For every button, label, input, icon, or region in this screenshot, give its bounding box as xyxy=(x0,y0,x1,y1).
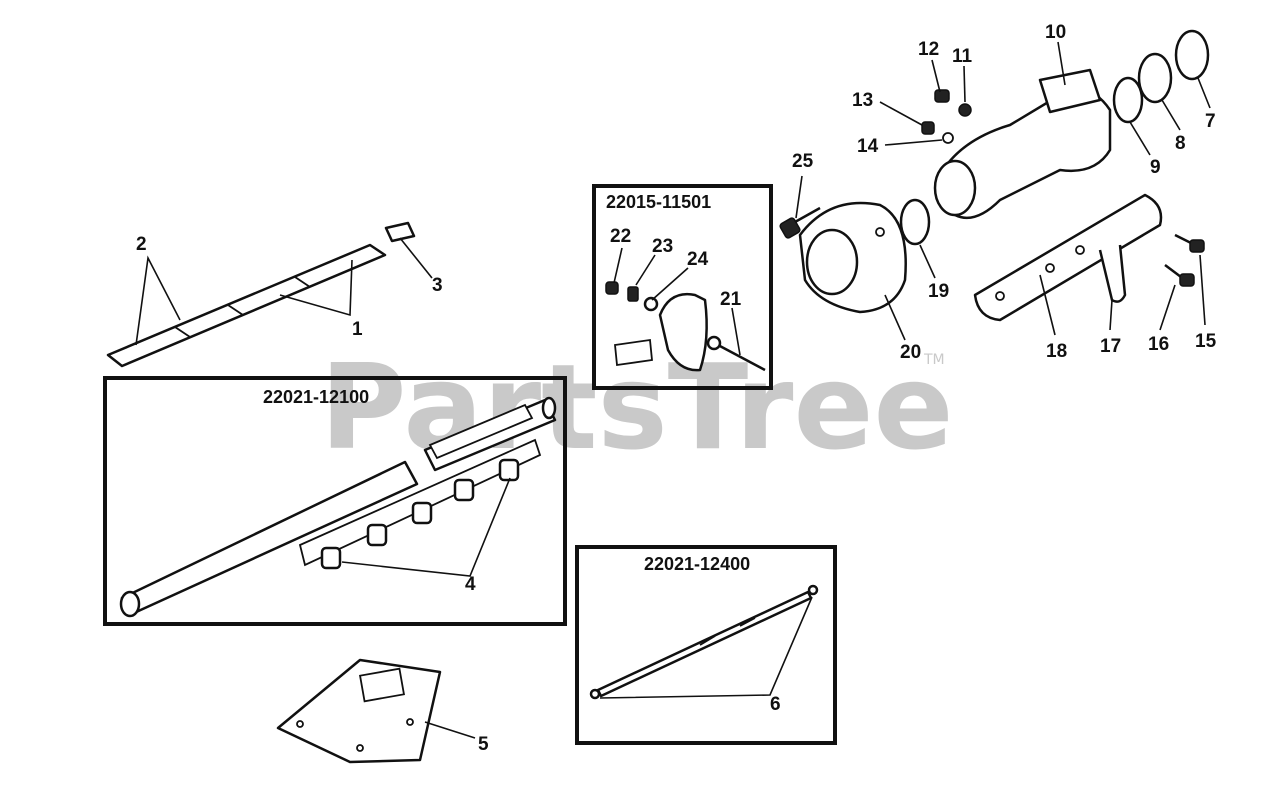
callout-14: 14 xyxy=(857,136,879,157)
decal-strips xyxy=(106,221,416,368)
small-decal xyxy=(384,221,416,243)
callout-12: 12 xyxy=(918,39,939,60)
bolt-16 xyxy=(1164,264,1195,287)
kit-box-shaft xyxy=(575,545,837,745)
watermark-trademark: TM xyxy=(923,352,945,368)
callout-13: 13 xyxy=(852,90,873,111)
callout-4: 4 xyxy=(465,574,476,595)
callout-7: 7 xyxy=(1205,111,1216,132)
kit-number-clamp: 22015-11501 xyxy=(606,192,711,212)
callout-17: 17 xyxy=(1100,336,1121,357)
o-ring-19 xyxy=(899,198,931,246)
bolt-23 xyxy=(627,286,639,302)
callout-18: 18 xyxy=(1046,341,1067,362)
callout-21: 21 xyxy=(720,289,742,310)
washer-24 xyxy=(643,296,659,312)
callout-20: 20 xyxy=(900,342,921,363)
kit-number-tube: 22021-12100 xyxy=(263,387,369,407)
callout-5: 5 xyxy=(478,734,489,755)
callout-2: 2 xyxy=(136,234,147,255)
clamp-bracket xyxy=(658,292,708,372)
drive-shaft xyxy=(589,584,819,700)
washer-14 xyxy=(942,132,954,144)
bolt-12 xyxy=(934,89,950,103)
nut-13 xyxy=(921,121,935,135)
callout-23: 23 xyxy=(652,236,673,257)
kit-box-clamp xyxy=(592,184,773,390)
spring xyxy=(614,338,653,367)
callout-11: 11 xyxy=(952,46,973,67)
callout-8: 8 xyxy=(1175,133,1186,154)
snap-ring-7 xyxy=(1174,29,1210,81)
callout-25: 25 xyxy=(792,151,814,172)
nut-22 xyxy=(605,281,619,295)
callout-15: 15 xyxy=(1195,331,1217,352)
callout-10: 10 xyxy=(1045,22,1066,43)
decal-strip-outline xyxy=(106,243,387,368)
support-plate-18 xyxy=(973,193,1163,322)
callout-19: 19 xyxy=(928,281,949,302)
bolt-15 xyxy=(1174,233,1205,253)
decal-plate-with-nuts xyxy=(298,438,542,570)
callout-9: 9 xyxy=(1150,157,1161,178)
bolt-21 xyxy=(717,343,766,372)
callout-1: 1 xyxy=(352,319,363,340)
washer-11 xyxy=(958,103,972,117)
callout-22: 22 xyxy=(610,226,631,247)
pin-17 xyxy=(1098,244,1127,303)
cover-plate xyxy=(276,658,442,764)
clamp-parts xyxy=(605,281,766,372)
callout-24: 24 xyxy=(687,249,709,270)
callout-16: 16 xyxy=(1148,334,1169,355)
kit-box-tube xyxy=(103,376,567,626)
callout-3: 3 xyxy=(432,275,443,296)
gear-case-10 xyxy=(933,68,1112,220)
drive-tube xyxy=(119,396,557,618)
kit-number-shaft: 22021-12400 xyxy=(644,554,750,574)
callout-6: 6 xyxy=(770,694,781,715)
bolt-25 xyxy=(779,206,821,239)
snap-ring-9 xyxy=(1112,76,1144,124)
callout-labels: 1 2 3 4 5 6 7 8 9 10 11 12 13 14 15 16 1… xyxy=(136,22,1217,755)
washer-8 xyxy=(1137,52,1173,104)
bearing-housing-20 xyxy=(798,201,907,314)
